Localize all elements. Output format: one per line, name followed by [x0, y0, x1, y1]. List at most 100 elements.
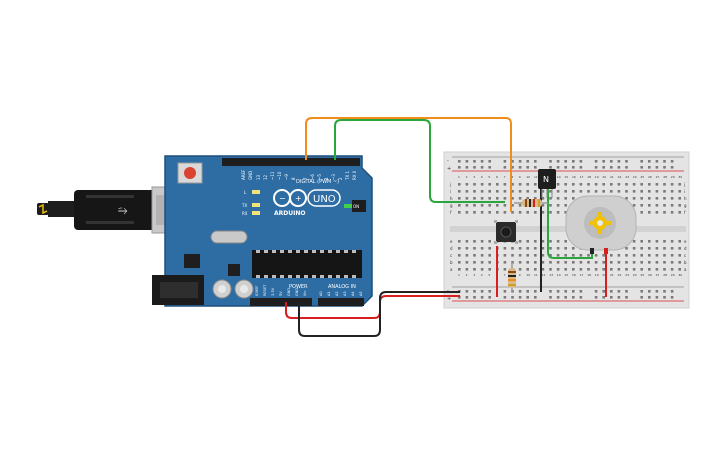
breadboard-hole[interactable] — [663, 204, 666, 207]
breadboard-hole[interactable] — [480, 211, 484, 214]
breadboard-hole[interactable] — [640, 261, 643, 264]
breadboard-hole[interactable] — [655, 211, 659, 214]
breadboard-hole[interactable] — [579, 254, 583, 257]
breadboard-hole[interactable] — [526, 296, 529, 299]
breadboard-hole[interactable] — [610, 290, 613, 293]
breadboard-hole[interactable] — [678, 197, 681, 200]
breadboard-hole[interactable] — [465, 160, 469, 163]
breadboard-hole[interactable] — [564, 254, 567, 257]
arduino-uno-board[interactable]: − + ARDUINO UNO DIGITAL (PWM ~) POWER AN… — [152, 155, 373, 307]
breadboard-hole[interactable] — [648, 183, 651, 186]
breadboard-hole[interactable] — [480, 204, 484, 207]
breadboard-hole[interactable] — [526, 290, 529, 293]
breadboard-hole[interactable] — [610, 190, 613, 193]
breadboard-hole[interactable] — [625, 254, 628, 257]
breadboard-hole[interactable] — [640, 197, 643, 200]
breadboard-hole[interactable] — [503, 247, 507, 250]
breadboard-hole[interactable] — [473, 190, 476, 193]
breadboard-hole[interactable] — [594, 254, 598, 257]
wire-black-arduino[interactable] — [298, 291, 460, 337]
breadboard-hole[interactable] — [526, 166, 529, 169]
breadboard-hole[interactable] — [579, 290, 583, 293]
breadboard-hole[interactable] — [610, 254, 613, 257]
breadboard-hole[interactable] — [617, 261, 621, 264]
breadboard-hole[interactable] — [572, 247, 575, 250]
breadboard-hole[interactable] — [564, 197, 567, 200]
breadboard-hole[interactable] — [632, 261, 636, 264]
resistor-2[interactable] — [508, 262, 516, 292]
breadboard-hole[interactable] — [549, 197, 552, 200]
breadboard-hole[interactable] — [594, 261, 598, 264]
breadboard-hole[interactable] — [488, 160, 491, 163]
breadboard-hole[interactable] — [465, 211, 469, 214]
breadboard-hole[interactable] — [678, 183, 681, 186]
breadboard-hole[interactable] — [458, 197, 461, 200]
breadboard-hole[interactable] — [602, 183, 605, 186]
breadboard-hole[interactable] — [549, 160, 552, 163]
breadboard-hole[interactable] — [541, 254, 545, 257]
breadboard-hole[interactable] — [655, 160, 659, 163]
breadboard-hole[interactable] — [670, 197, 674, 200]
breadboard-hole[interactable] — [465, 296, 469, 299]
breadboard-hole[interactable] — [458, 240, 461, 243]
wire-green-top[interactable] — [334, 119, 505, 203]
breadboard-hole[interactable] — [480, 160, 484, 163]
breadboard-hole[interactable] — [518, 190, 522, 193]
breadboard-hole[interactable] — [488, 204, 491, 207]
breadboard-hole[interactable] — [541, 268, 545, 271]
breadboard-hole[interactable] — [663, 240, 666, 243]
breadboard-hole[interactable] — [458, 160, 461, 163]
breadboard-hole[interactable] — [549, 166, 552, 169]
breadboard-hole[interactable] — [640, 254, 643, 257]
breadboard-hole[interactable] — [518, 268, 522, 271]
breadboard-hole[interactable] — [587, 190, 590, 193]
breadboard-hole[interactable] — [564, 183, 567, 186]
breadboard-hole[interactable] — [617, 183, 621, 186]
breadboard-hole[interactable] — [556, 240, 560, 243]
breadboard-hole[interactable] — [640, 240, 643, 243]
breadboard-hole[interactable] — [678, 254, 681, 257]
breadboard-hole[interactable] — [526, 197, 529, 200]
breadboard-hole[interactable] — [534, 166, 537, 169]
breadboard-hole[interactable] — [526, 160, 529, 163]
breadboard-hole[interactable] — [572, 160, 575, 163]
breadboard-hole[interactable] — [663, 261, 666, 264]
breadboard-hole[interactable] — [648, 296, 651, 299]
breadboard-hole[interactable] — [640, 247, 643, 250]
breadboard-hole[interactable] — [655, 247, 659, 250]
breadboard-hole[interactable] — [480, 190, 484, 193]
breadboard-hole[interactable] — [458, 261, 461, 264]
npn-transistor[interactable]: N — [538, 169, 556, 198]
breadboard-hole[interactable] — [610, 261, 613, 264]
breadboard-hole[interactable] — [587, 254, 590, 257]
breadboard-hole[interactable] — [655, 166, 659, 169]
breadboard-hole[interactable] — [465, 268, 469, 271]
breadboard-hole[interactable] — [617, 190, 621, 193]
breadboard-hole[interactable] — [534, 268, 537, 271]
breadboard-hole[interactable] — [458, 296, 461, 299]
breadboard-hole[interactable] — [640, 190, 643, 193]
breadboard-hole[interactable] — [594, 183, 598, 186]
breadboard-hole[interactable] — [556, 261, 560, 264]
breadboard-hole[interactable] — [511, 183, 514, 186]
breadboard-hole[interactable] — [594, 268, 598, 271]
breadboard-hole[interactable] — [480, 183, 484, 186]
breadboard-hole[interactable] — [526, 261, 529, 264]
breadboard-hole[interactable] — [465, 190, 469, 193]
breadboard-hole[interactable] — [579, 261, 583, 264]
breadboard-hole[interactable] — [594, 166, 598, 169]
breadboard-hole[interactable] — [534, 240, 537, 243]
breadboard-hole[interactable] — [640, 166, 643, 169]
breadboard-hole[interactable] — [572, 261, 575, 264]
breadboard-hole[interactable] — [480, 261, 484, 264]
breadboard-hole[interactable] — [572, 197, 575, 200]
breadboard-hole[interactable] — [648, 197, 651, 200]
breadboard-hole[interactable] — [572, 296, 575, 299]
breadboard-hole[interactable] — [670, 247, 674, 250]
breadboard-hole[interactable] — [632, 247, 636, 250]
breadboard-hole[interactable] — [587, 261, 590, 264]
breadboard-hole[interactable] — [655, 290, 659, 293]
breadboard-hole[interactable] — [632, 197, 636, 200]
breadboard-hole[interactable] — [503, 204, 507, 207]
breadboard-hole[interactable] — [617, 290, 621, 293]
